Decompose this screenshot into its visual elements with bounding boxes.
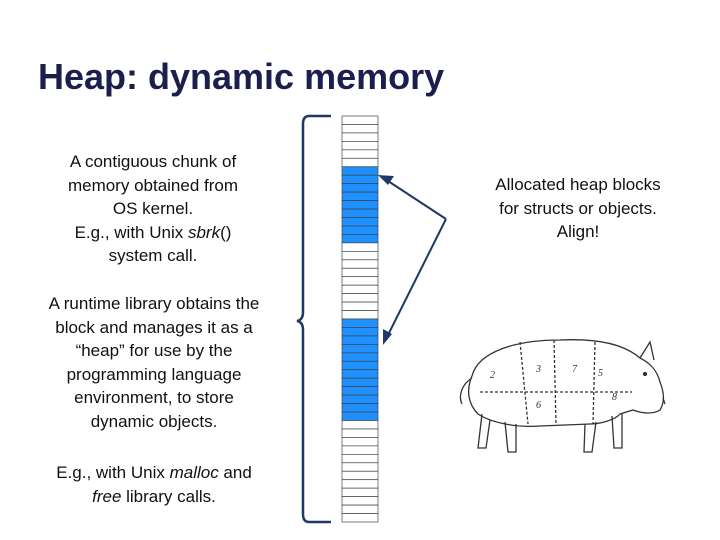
- allocated-memory-cell: [342, 184, 378, 192]
- free-memory-cell: [342, 446, 378, 454]
- free-memory-cell: [342, 454, 378, 462]
- arrow-line-upper: [388, 181, 446, 219]
- free-memory-cell: [342, 514, 378, 522]
- free-memory-cell: [342, 505, 378, 513]
- free-memory-cell: [342, 480, 378, 488]
- pig-illustration: [460, 340, 665, 452]
- allocated-memory-cell: [342, 327, 378, 335]
- allocated-memory-cell: [342, 192, 378, 200]
- allocated-memory-cell: [342, 234, 378, 242]
- svg-text:5: 5: [598, 368, 603, 379]
- allocated-memory-cell: [342, 387, 378, 395]
- free-memory-cell: [342, 251, 378, 259]
- allocated-memory-cell: [342, 353, 378, 361]
- pig-cut-numbers: 2 3 7 5 6 8: [490, 364, 617, 411]
- free-memory-cell: [342, 141, 378, 149]
- free-memory-cell: [342, 429, 378, 437]
- allocated-memory-cell: [342, 412, 378, 420]
- allocated-memory-cell: [342, 404, 378, 412]
- free-memory-cell: [342, 158, 378, 166]
- memory-column: [342, 116, 378, 522]
- free-memory-cell: [342, 421, 378, 429]
- free-memory-cell: [342, 124, 378, 132]
- free-memory-cell: [342, 488, 378, 496]
- free-memory-cell: [342, 437, 378, 445]
- allocated-memory-cell: [342, 201, 378, 209]
- allocated-memory-cell: [342, 209, 378, 217]
- free-memory-cell: [342, 116, 378, 124]
- svg-text:6: 6: [536, 400, 541, 411]
- allocated-memory-cell: [342, 336, 378, 344]
- svg-text:2: 2: [490, 370, 495, 381]
- free-memory-cell: [342, 497, 378, 505]
- allocated-memory-cell: [342, 319, 378, 327]
- free-memory-cell: [342, 260, 378, 268]
- free-memory-cell: [342, 471, 378, 479]
- allocated-memory-cell: [342, 361, 378, 369]
- arrow-line-lower: [388, 219, 446, 335]
- free-memory-cell: [342, 133, 378, 141]
- svg-text:7: 7: [572, 364, 578, 375]
- svg-text:3: 3: [535, 364, 541, 375]
- allocated-memory-cell: [342, 218, 378, 226]
- allocated-memory-cell: [342, 344, 378, 352]
- allocated-memory-cell: [342, 175, 378, 183]
- allocated-memory-cell: [342, 395, 378, 403]
- free-memory-cell: [342, 243, 378, 251]
- free-memory-cell: [342, 311, 378, 319]
- allocated-memory-cell: [342, 226, 378, 234]
- heap-bracket: [297, 116, 331, 522]
- allocated-memory-cell: [342, 167, 378, 175]
- free-memory-cell: [342, 463, 378, 471]
- free-memory-cell: [342, 268, 378, 276]
- allocated-memory-cell: [342, 370, 378, 378]
- free-memory-cell: [342, 150, 378, 158]
- svg-text:8: 8: [612, 392, 617, 403]
- free-memory-cell: [342, 302, 378, 310]
- allocated-memory-cell: [342, 378, 378, 386]
- free-memory-cell: [342, 285, 378, 293]
- free-memory-cell: [342, 294, 378, 302]
- free-memory-cell: [342, 277, 378, 285]
